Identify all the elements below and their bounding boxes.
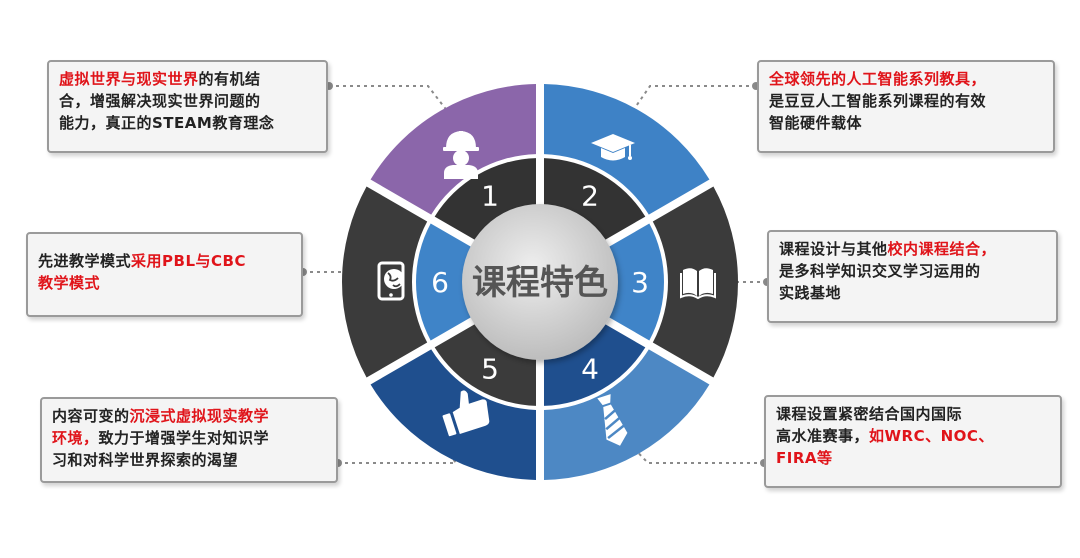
box2-line3: 智能硬件载体 [769,114,863,132]
box3-line1-text: 课程设计与其他 [779,240,888,258]
box5-highlight-1: 沉浸式虚拟现实教学 [129,407,270,425]
tie-icon [597,394,628,446]
box4-highlight: 采用PBL与CBC [131,252,246,270]
box3-line1: 课程设计与其他校内课程结合， [779,238,1046,260]
inner-segment-4 [543,321,646,406]
segment-number-5: 5 [481,353,499,386]
book-icon [680,268,716,300]
box3-line2: 是多科学知识交叉学习运用的 [779,262,981,280]
box2-line1-highlight: 全球领先的人工智能系列教具， [769,70,987,88]
segment-numbers: 1 2 3 4 5 6 [431,179,649,385]
box1-line1-text: 的有机结 [198,70,261,88]
connector-line-1 [329,85,449,113]
feature-box-4: 课程设置紧密结合国内国际 高水准赛事，如WRC、NOC、 FIRA等 [764,395,1062,488]
box3-line3: 实践基地 [779,284,842,302]
box6-highlight-1: 如WRC、NOC、 [869,427,994,445]
inner-segment-5 [434,321,537,406]
box5-line2-text: 致力于增强学生对知识学 [98,429,270,447]
center-title: 课程特色 [472,263,608,303]
outer-segment-4 [543,349,710,480]
box6-line2: 高水准赛事，如WRC、NOC、 [776,425,1050,447]
inner-segment-3 [604,223,664,341]
worker-icon [443,131,479,179]
feature-box-6: 先进教学模式采用PBL与CBC 教学模式 [26,232,303,317]
segment-number-2: 2 [581,179,599,212]
inner-ring [416,158,664,406]
box5-line2: 环境，致力于增强学生对知识学 [52,427,326,449]
box2-line2: 是豆豆人工智能系列课程的有效 [769,92,987,110]
box6-line1: 课程设置紧密结合国内国际 [776,405,963,423]
segment-number-1: 1 [481,179,499,212]
box1-line2: 合，增强解决现实世界问题的 [59,92,261,110]
box6-line3-highlight: FIRA等 [776,449,833,467]
box5-line3: 习和对科学世界探索的渴望 [52,451,239,469]
feature-box-3: 课程设计与其他校内课程结合， 是多科学知识交叉学习运用的 实践基地 [767,230,1058,323]
feature-box-1: 虚拟世界与现实世界的有机结 合，增强解决现实世界问题的 能力，真正的STEAM教… [47,60,328,153]
box5-line1-text: 内容可变的 [52,407,130,425]
thumbs-up-icon [442,390,490,437]
outer-segment-2 [543,84,710,215]
inner-segment-6 [416,223,476,341]
center-circle: 课程特色 [462,204,618,360]
box1-line1: 虚拟世界与现实世界的有机结 [59,68,316,90]
inner-segment-1 [434,158,537,243]
tablet-globe-icon [377,261,405,301]
box4-line1: 先进教学模式采用PBL与CBC [38,250,291,272]
box1-highlight: 虚拟世界与现实世界 [59,70,199,88]
segment-number-6: 6 [431,266,449,299]
connector-line-2 [631,85,756,113]
box1-line3: 能力，真正的STEAM教育理念 [59,114,275,132]
outer-ring [342,84,739,480]
box6-line2-text: 高水准赛事， [776,427,870,445]
graduation-cap-icon [591,134,635,161]
box5-line1: 内容可变的沉浸式虚拟现实教学 [52,405,326,427]
box4-line1-text: 先进教学模式 [38,252,132,270]
inner-segment-2 [543,158,646,243]
feature-box-2: 全球领先的人工智能系列教具， 是豆豆人工智能系列课程的有效 智能硬件载体 [757,60,1055,153]
segment-number-4: 4 [581,353,599,386]
box4-line2-highlight: 教学模式 [38,274,101,292]
outer-segment-5 [370,349,537,480]
feature-box-5: 内容可变的沉浸式虚拟现实教学 环境，致力于增强学生对知识学 习和对科学世界探索的… [40,397,338,483]
segment-number-3: 3 [631,266,649,299]
box3-highlight: 校内课程结合， [887,240,997,258]
box5-highlight-2: 环境， [52,429,99,447]
icons-layer [377,131,716,446]
